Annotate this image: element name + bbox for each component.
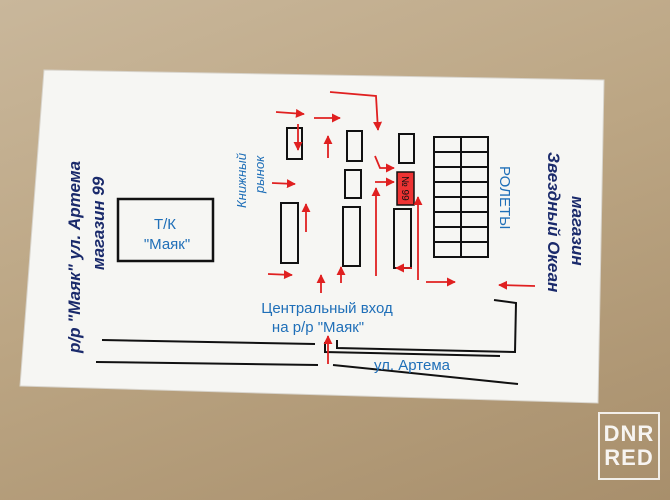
entrance-label-1: Центральный вход — [261, 300, 393, 317]
street-label: ул. Артема — [374, 357, 451, 374]
right-title: Звездный Океан — [544, 152, 563, 292]
card-background — [19, 69, 605, 404]
mall-box — [116, 197, 215, 263]
watermark-line-2: RED — [604, 445, 654, 470]
right-subtitle: магазин — [568, 196, 587, 266]
building-outline — [95, 299, 519, 385]
direction-arrows — [267, 91, 536, 364]
watermark-line-1: DNR — [603, 421, 655, 446]
stall — [346, 130, 363, 162]
rolety-grid — [433, 136, 489, 258]
shop-99-label: № 99 — [399, 176, 410, 201]
rolety-label: РОЛЕТЫ — [496, 166, 513, 229]
watermark-logo: DNR RED — [598, 412, 660, 480]
stall — [398, 133, 415, 164]
stall — [344, 169, 362, 199]
stall — [342, 206, 361, 267]
shop-99-box — [396, 171, 415, 206]
book-market-label-2: рынок — [252, 155, 267, 194]
book-market-label-1: Книжный — [234, 153, 249, 208]
stall — [280, 202, 299, 264]
entrance-label-2: на р/р "Маяк" — [272, 319, 364, 336]
left-title: р/р "Маяк" ул. Артема — [65, 161, 84, 354]
mall-label-1: Т/К — [154, 216, 176, 233]
mall-label-2: "Маяк" — [144, 236, 190, 253]
left-subtitle: магазин 99 — [89, 176, 108, 270]
